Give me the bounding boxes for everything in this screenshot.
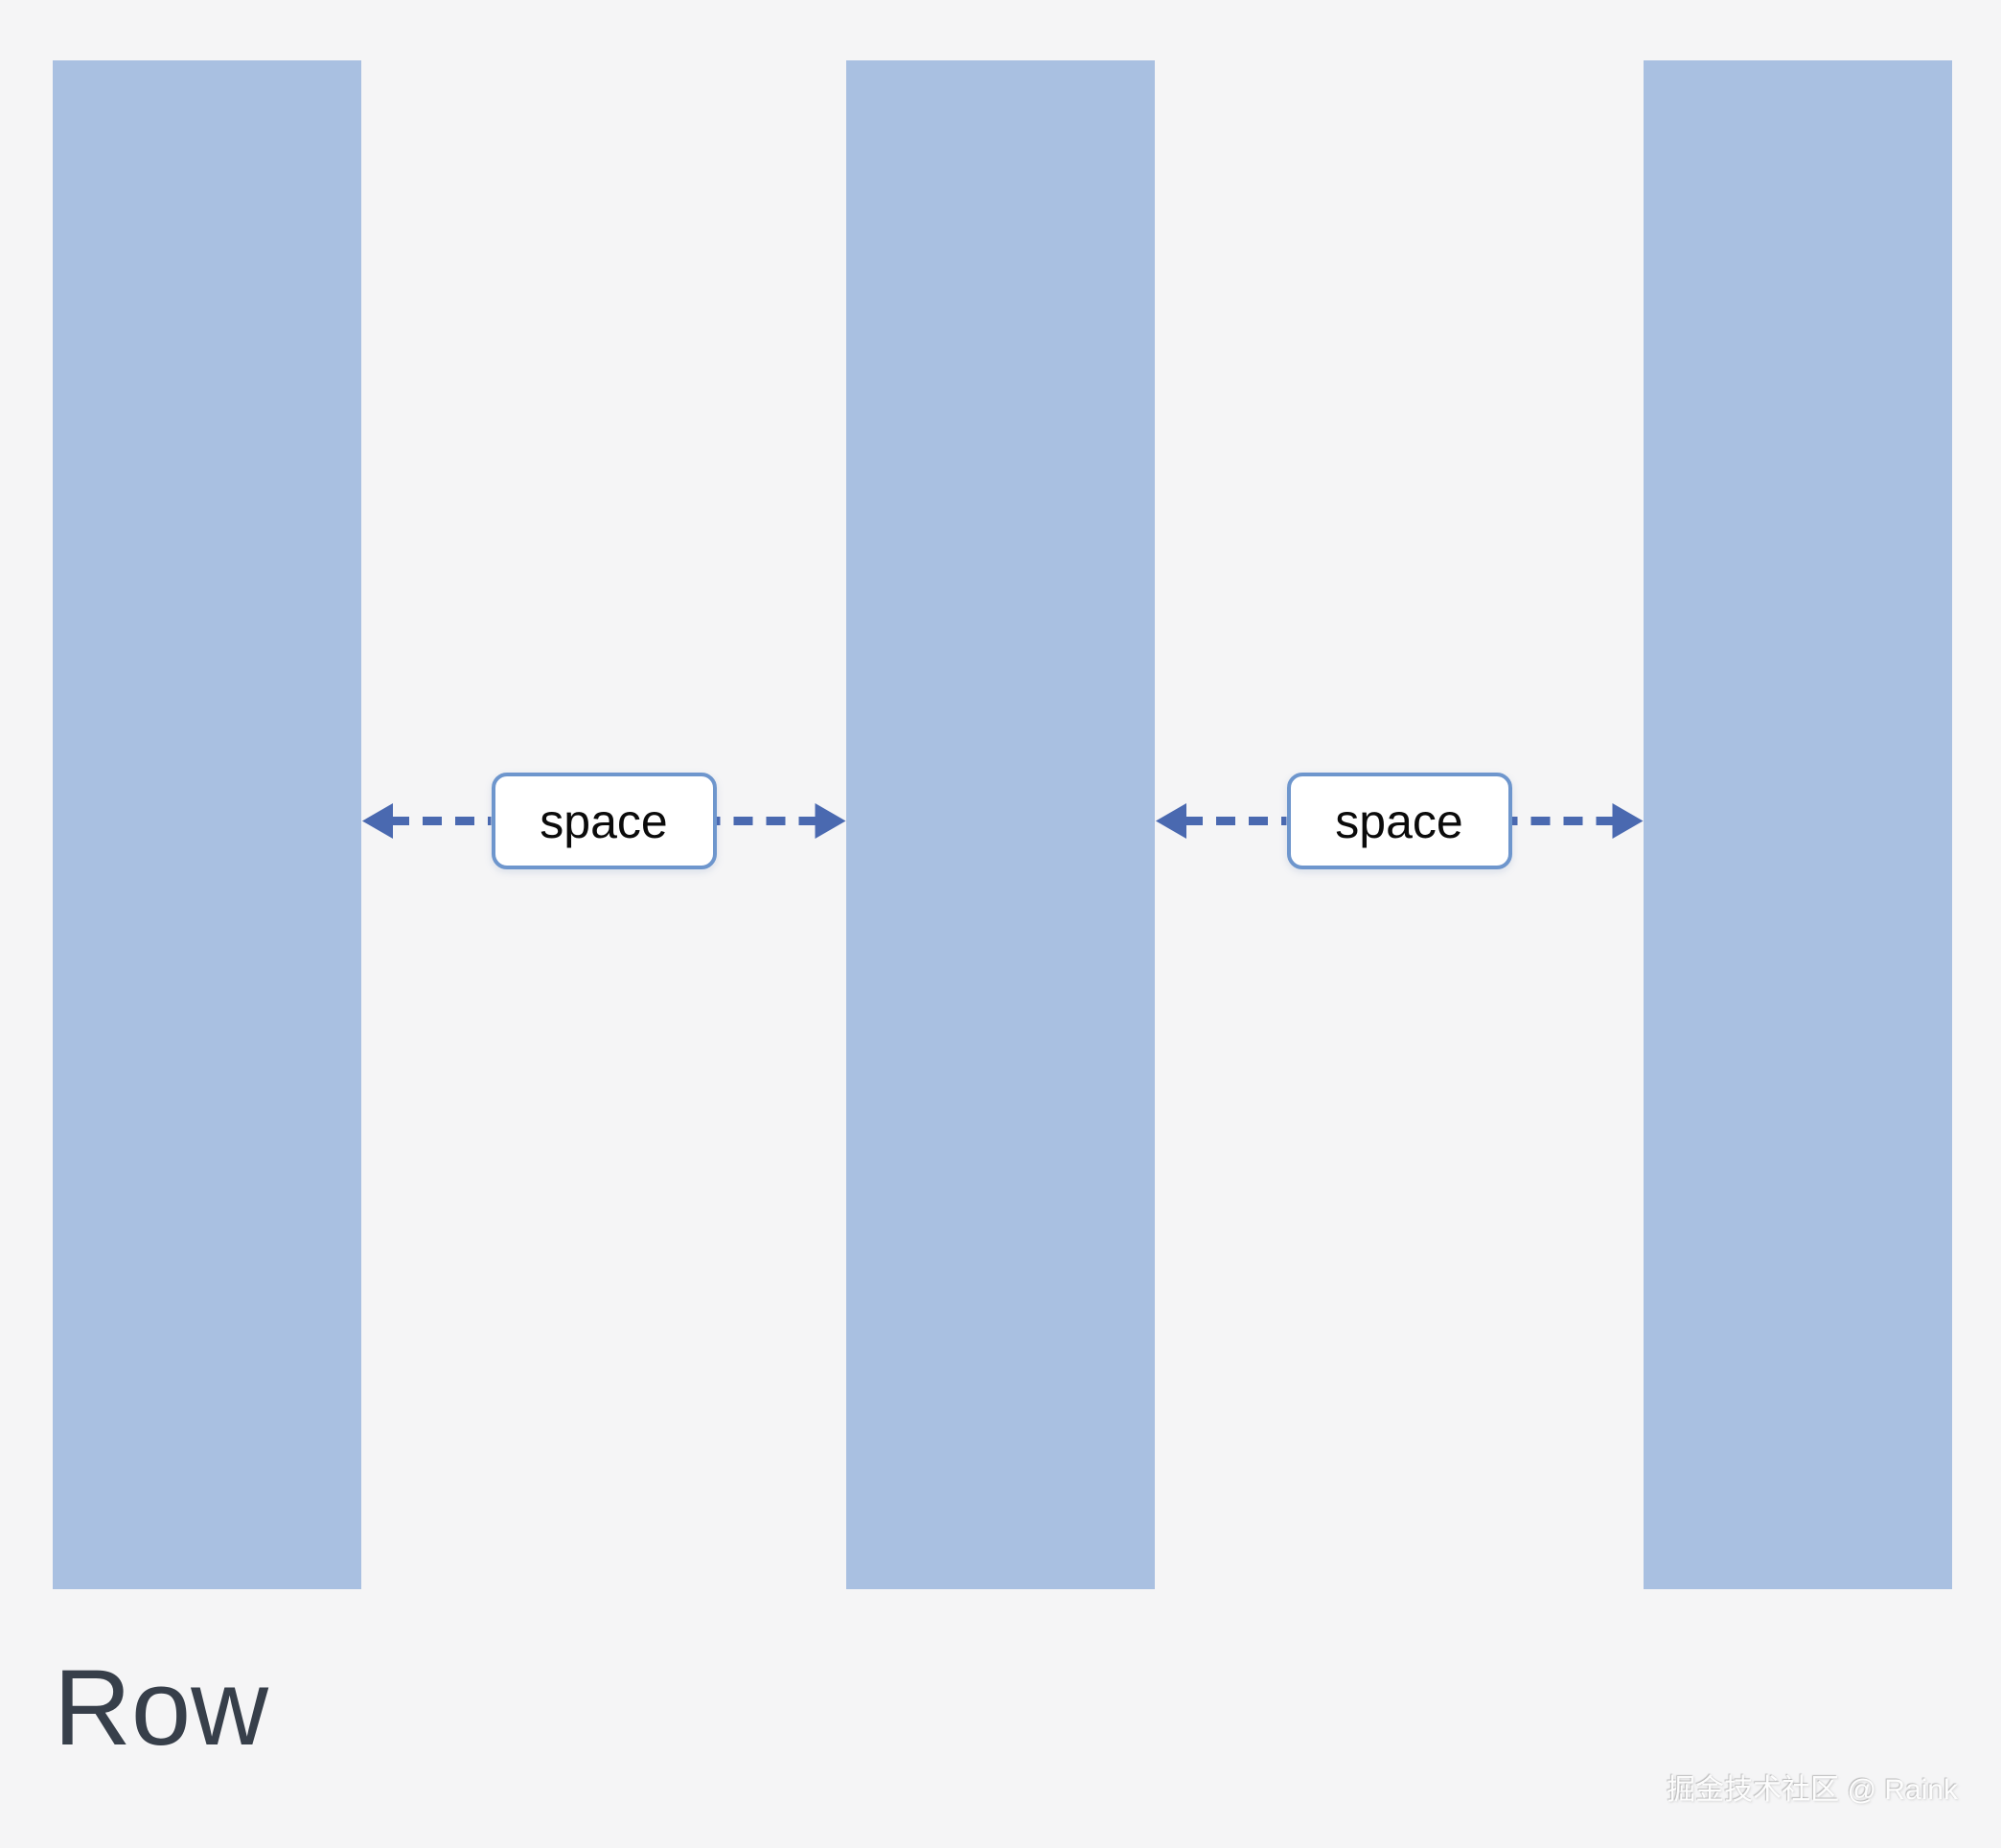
row-child-block-2 (846, 60, 1155, 1589)
left-dashed-arrow-icon (362, 803, 492, 839)
space-label-text-1: space (540, 794, 668, 848)
space-annotation-1: space (361, 773, 846, 869)
row-caption: Row (54, 1648, 269, 1767)
space-label-box-1: space (491, 773, 717, 869)
right-dashed-arrow-icon (716, 803, 845, 839)
left-dashed-arrow-icon (1156, 803, 1287, 839)
row-child-block-3 (1644, 60, 1952, 1589)
space-label-box-2: space (1286, 773, 1512, 869)
space-annotation-2: space (1155, 773, 1644, 869)
right-dashed-arrow-icon (1511, 803, 1643, 839)
watermark-text: 掘金技术社区 @ Raink (1667, 1774, 1958, 1806)
space-label-text-2: space (1335, 794, 1463, 848)
row-child-block-1 (53, 60, 361, 1589)
